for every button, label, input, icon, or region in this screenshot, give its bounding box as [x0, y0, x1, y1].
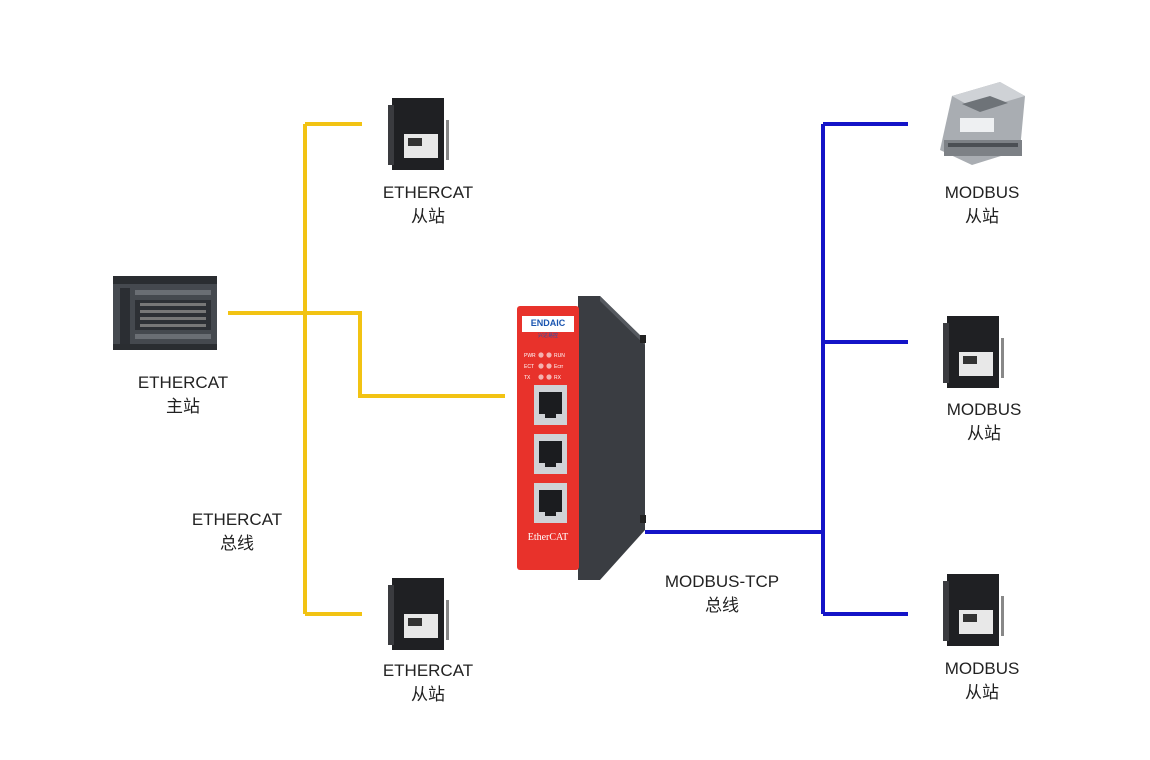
gateway-icon: ENDAIC 兴达易控 PWR RUN ECT Ecrr TX RX	[517, 296, 646, 580]
modbus-bus-lines	[645, 122, 908, 616]
ethercat-bus-label: ETHERCAT 总线	[191, 510, 283, 553]
ethernet-port-icon	[534, 434, 567, 474]
modbus-slave-top-label: MODBUS 从站	[944, 183, 1020, 226]
gateway-brand: ENDAIC	[531, 318, 566, 328]
io-module-icon	[940, 82, 1025, 165]
svg-text:PWR: PWR	[524, 353, 536, 359]
ethercat-slave-top-label: ETHERCAT 从站	[382, 183, 474, 226]
ethernet-port-icon	[534, 483, 567, 523]
svg-text:TX: TX	[524, 375, 531, 381]
gateway-case	[578, 296, 645, 580]
servo-drive-icon	[943, 574, 1004, 646]
modbus-slave-middle-label: MODBUS 从站	[946, 400, 1022, 443]
gateway-brand-sub: 兴达易控	[538, 332, 558, 339]
svg-text:RUN: RUN	[554, 353, 565, 359]
ethercat-bus-lines	[228, 122, 505, 616]
ethercat-slave-bottom-label: ETHERCAT 从站	[382, 661, 474, 704]
gateway-footer-label: EtherCAT	[528, 532, 569, 543]
svg-text:RX: RX	[554, 375, 562, 381]
servo-drive-icon	[943, 316, 1004, 388]
svg-text:ECT: ECT	[524, 364, 534, 370]
gateway-led-panel: PWR RUN ECT Ecrr TX RX	[524, 352, 565, 381]
plc-icon	[113, 276, 217, 350]
ethernet-port-icon	[534, 385, 567, 425]
ethercat-master-link	[228, 311, 505, 398]
ethercat-master-label: ETHERCAT 主站	[137, 373, 229, 416]
svg-text:Ecrr: Ecrr	[554, 364, 564, 370]
servo-drive-icon	[388, 98, 449, 170]
modbus-bus-label: MODBUS-TCP 总线	[664, 572, 780, 615]
servo-drive-icon	[388, 578, 449, 650]
modbus-slave-bottom-label: MODBUS 从站	[944, 659, 1020, 702]
